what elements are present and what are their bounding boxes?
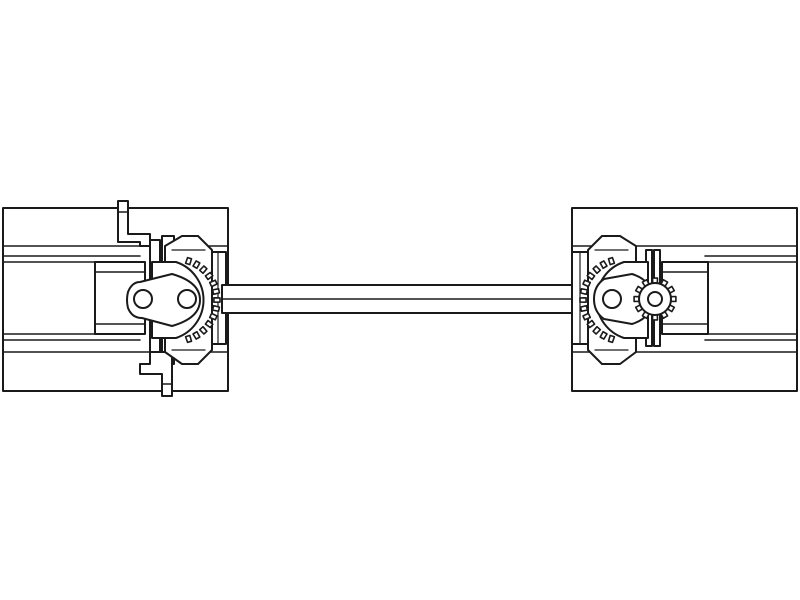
right-gear-tooth: [579, 287, 589, 296]
right-pin-icon: [602, 289, 622, 309]
right-housing: [571, 207, 798, 392]
right-gear-tooth: [582, 312, 592, 321]
left-pin-b-icon: [177, 289, 197, 309]
left-gear-tooth: [208, 279, 218, 288]
left-gear-tooth: [198, 325, 208, 335]
right-hub-icon: [647, 291, 663, 307]
left-gear-tooth: [192, 330, 201, 340]
right-gear-tooth: [592, 265, 602, 275]
left-gear-tooth: [184, 334, 193, 344]
left-gear-tooth: [198, 265, 208, 275]
left-gear-tooth: [192, 260, 201, 270]
right-gear-tooth: [607, 256, 616, 266]
left-pin-a-icon: [133, 289, 153, 309]
lower-crank-handle-icon[interactable]: [139, 351, 173, 397]
right-spur-gear-icon: [633, 277, 677, 321]
left-gear-tooth: [204, 319, 214, 329]
right-gear-tooth: [599, 330, 608, 340]
left-gear-tooth: [184, 256, 193, 266]
left-gear-tooth: [211, 287, 221, 296]
right-gear-tooth: [579, 296, 587, 304]
right-gear-tooth: [586, 271, 596, 281]
connecting-rod: [221, 284, 581, 314]
right-gear-tooth: [586, 319, 596, 329]
right-gear-tooth: [607, 334, 616, 344]
right-gear-tooth: [599, 260, 608, 270]
crank-handle-icon[interactable]: [117, 200, 151, 247]
left-gear-tooth: [204, 271, 214, 281]
right-gear-tooth: [592, 325, 602, 335]
right-gear-tooth: [582, 279, 592, 288]
right-gear-tooth: [579, 304, 589, 313]
left-lever-plate: [126, 273, 201, 327]
left-gear-tooth: [213, 296, 221, 304]
left-gear-tooth: [211, 304, 221, 313]
left-gear-tooth: [208, 312, 218, 321]
left-housing: [2, 200, 229, 397]
